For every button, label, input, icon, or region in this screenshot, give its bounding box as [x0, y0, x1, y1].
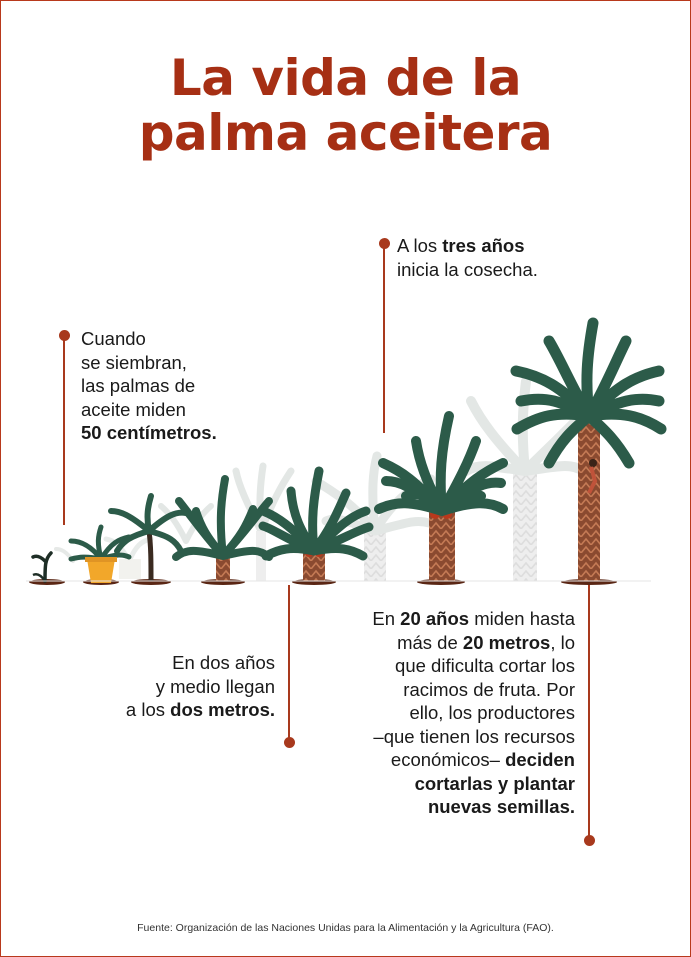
callout-twenty-bold2: 20 metros: [462, 631, 551, 653]
callout-three-years-text: A los tres años inicia la cosecha.: [397, 234, 657, 281]
callout-twenty-line6: –que tienen los recursos: [373, 725, 575, 747]
callout-twenty-line8: cortarlas y plantar: [414, 772, 575, 794]
callout-twenty-line7pre: económicos–: [390, 749, 506, 770]
potted-palm-stage-2: [68, 524, 132, 583]
callout-twenty-line3: que dificulta cortar los: [395, 655, 575, 676]
callout-twenty-bold1: 20 años: [400, 608, 470, 629]
callout-twenty-years-line: [588, 585, 590, 837]
callout-twenty-post1: miden hasta: [469, 608, 575, 629]
callout-planting-line2: se siembran,: [81, 351, 187, 373]
callout-twenty-line7bold: deciden: [505, 749, 575, 770]
palm-stage-5: [258, 466, 374, 581]
title-line-1: La vida de la: [169, 49, 522, 107]
callout-twenty-line5: ello, los productores: [409, 702, 575, 723]
source-credit: Fuente: Organización de las Naciones Uni…: [137, 922, 554, 934]
callout-two-years-line: [288, 585, 290, 741]
callout-planting-line3: las palmas de: [81, 375, 196, 396]
callout-two-years-line1: En dos años: [172, 652, 275, 673]
callout-planting-bold: 50 centímetros.: [81, 422, 217, 443]
callout-two-years-text: En dos años y medio llegan a los dos met…: [41, 651, 275, 722]
callout-twenty-years-dot: [584, 835, 595, 846]
callout-twenty-pre2: más de: [397, 631, 463, 653]
callout-planting-line4: aceite miden: [81, 398, 186, 420]
palm-stage-4: [172, 475, 273, 581]
callout-twenty-years-text: En 20 años miden hasta más de 20 metros,…: [301, 607, 575, 819]
callout-two-years-bold: dos metros.: [170, 699, 275, 720]
palm-stage-7: [510, 317, 667, 581]
callout-planting-line: [63, 335, 65, 525]
callout-two-years-dot: [284, 737, 295, 748]
palm-stage-6: [374, 411, 508, 581]
callout-twenty-pre1: En: [372, 608, 401, 629]
palm-growth-illustration: [26, 317, 667, 585]
callout-planting-line1: Cuando: [81, 328, 146, 349]
callout-three-years-bold: tres años: [442, 235, 525, 256]
callout-two-years-line2: y medio llegan: [155, 675, 275, 697]
callout-three-years-line2: inicia la cosecha.: [397, 258, 538, 280]
callout-three-years-prefix: A los: [397, 235, 443, 256]
callout-twenty-line9: nuevas semillas.: [427, 796, 575, 817]
young-palm-stage-3: [108, 493, 189, 582]
seedling-stage-1: [31, 551, 53, 583]
callout-planting-text: Cuando se siembran, las palmas de aceite…: [81, 327, 301, 445]
callout-two-years-prefix: a los: [125, 699, 171, 720]
title-line-2: palma aceitera: [138, 104, 553, 162]
callout-twenty-line4: racimos de fruta. Por: [403, 678, 575, 700]
callout-twenty-post2: , lo: [550, 631, 575, 653]
callout-three-years-line: [383, 243, 385, 433]
